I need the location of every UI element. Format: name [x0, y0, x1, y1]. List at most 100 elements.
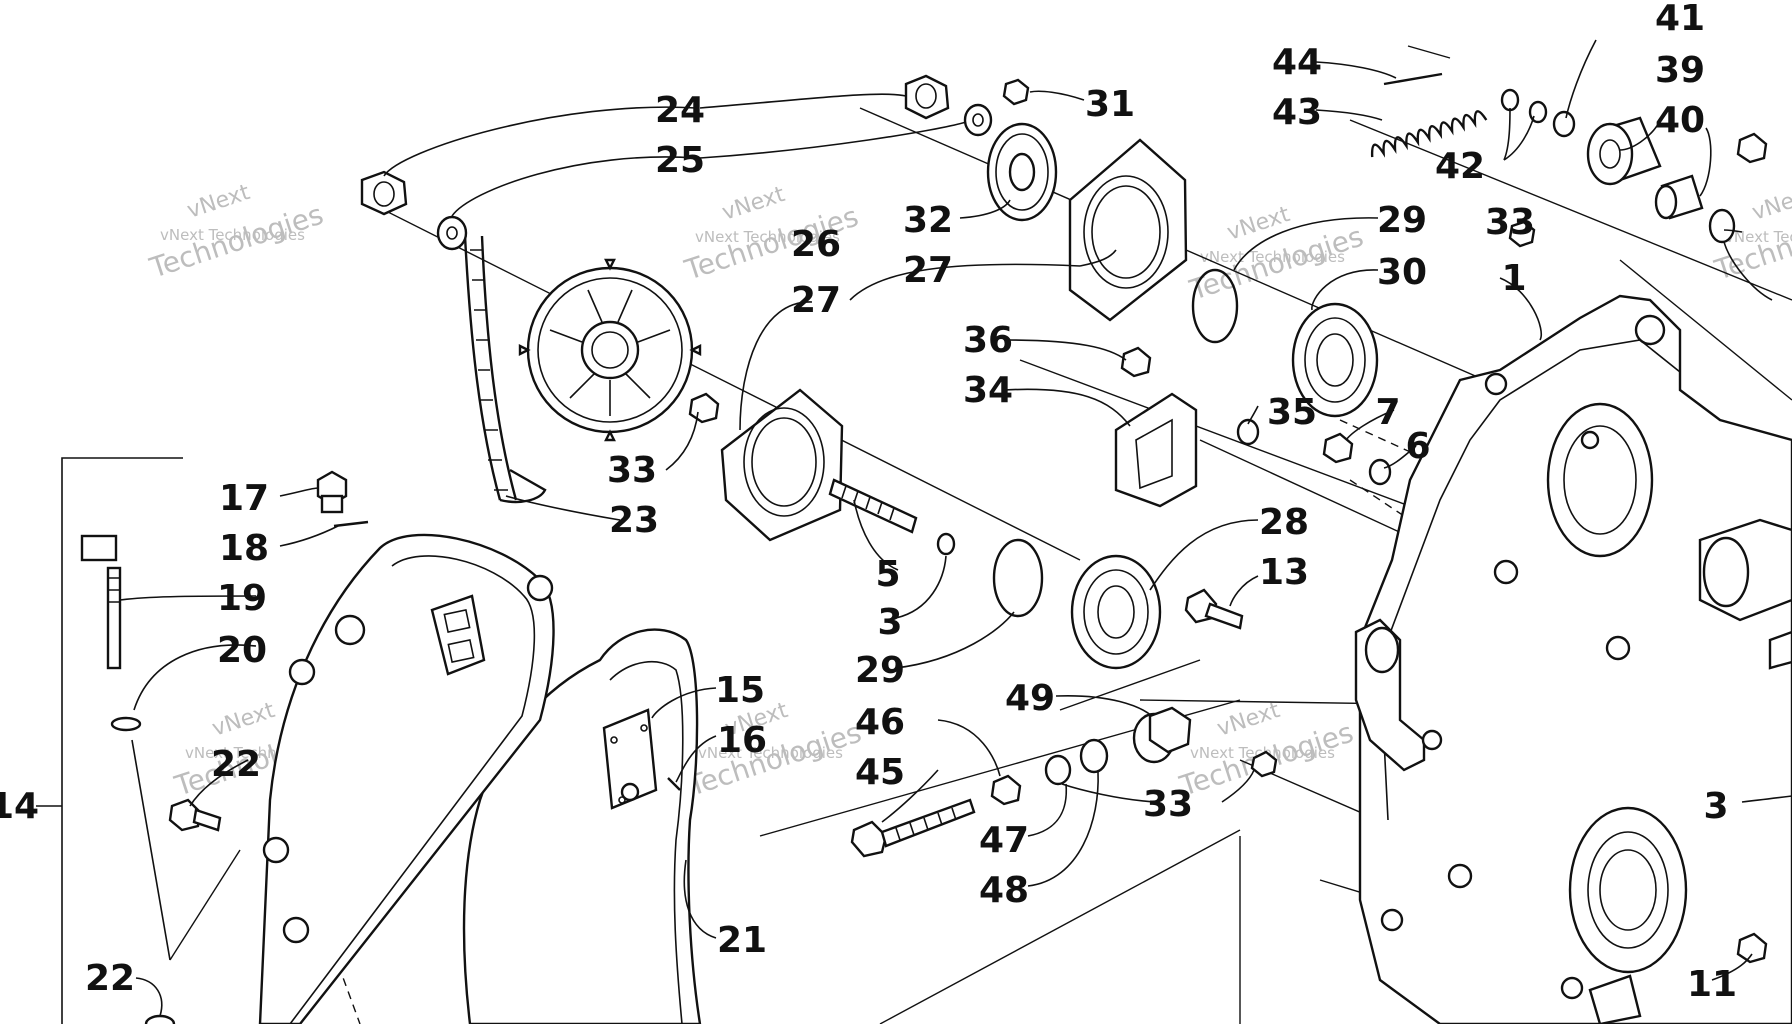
callout-24: 24: [655, 90, 705, 131]
callout-34: 34: [963, 370, 1013, 411]
callout-3a: 3: [877, 602, 902, 643]
bearing-30: [1291, 302, 1379, 418]
watermark-large: vNext: [209, 698, 278, 742]
leader-lines: [119, 39, 1792, 1017]
callout-15: 15: [715, 670, 765, 711]
cover-plate-15: [602, 708, 658, 810]
washer-41: [1552, 110, 1576, 138]
callout-43: 43: [1272, 92, 1322, 133]
callout-47: 47: [979, 820, 1029, 861]
callout-29b: 29: [855, 650, 905, 691]
axis-line: [1619, 259, 1792, 401]
callout-5: 5: [875, 554, 900, 595]
watermark-large: vNext: [1224, 202, 1293, 246]
oil-level-window: [430, 594, 486, 676]
spacer-39: [1586, 116, 1662, 186]
callout-27b: 27: [791, 280, 841, 321]
callout-39: 39: [1655, 50, 1705, 91]
plug-49: [1132, 706, 1192, 764]
bolt-45: [850, 798, 976, 858]
callout-19: 19: [217, 578, 267, 619]
bearing-plate-lower: [720, 388, 844, 542]
drive-chain: [463, 235, 547, 504]
nut-33b: [1250, 750, 1278, 778]
callout-30: 30: [1377, 252, 1427, 293]
callout-40: 40: [1655, 100, 1705, 141]
callout-32: 32: [903, 200, 953, 241]
callout-45: 45: [855, 752, 905, 793]
callout-14: 14: [0, 786, 39, 827]
callout-31: 31: [1085, 84, 1135, 125]
axis-line: [379, 207, 1081, 561]
bracket-34: [1114, 392, 1198, 508]
axis-line: [169, 849, 241, 961]
washer-48: [1079, 738, 1109, 774]
callout-22a: 22: [211, 744, 261, 785]
callout-33b: 33: [607, 450, 657, 491]
nut-46: [990, 774, 1022, 806]
large-sprocket: [518, 258, 702, 442]
nut-31: [1002, 78, 1030, 106]
callout-28: 28: [1259, 502, 1309, 543]
spring-43: [1370, 110, 1488, 158]
nut-36: [1120, 346, 1152, 378]
callout-11: 11: [1687, 964, 1737, 1005]
callout-26: 26: [791, 224, 841, 265]
callout-21: 21: [717, 920, 767, 961]
oring-upper: [1191, 268, 1239, 344]
bolt-22: [168, 798, 222, 832]
washer-25b: [963, 103, 993, 137]
callout-3b: 3: [1703, 786, 1728, 827]
callout-17: 17: [219, 478, 269, 519]
callout-33c: 33: [1143, 784, 1193, 825]
sleeve-40: [1654, 174, 1704, 220]
callout-20: 20: [217, 630, 267, 671]
washer-47: [1044, 754, 1072, 786]
small-sprocket: [986, 122, 1058, 222]
callout-23: 23: [609, 500, 659, 541]
callout-6: 6: [1405, 426, 1430, 467]
watermark-large: vNext: [184, 180, 253, 224]
bracket-line: [131, 739, 171, 961]
washer-42a: [1500, 88, 1520, 112]
fasteners-top: [360, 74, 1030, 424]
bearing-plate-upper: [1068, 138, 1188, 322]
callout-48: 48: [979, 870, 1029, 911]
nut-33c: [1508, 220, 1536, 248]
callout-44: 44: [1272, 42, 1322, 83]
axis-line: [879, 829, 1241, 1024]
callout-46: 46: [855, 702, 905, 743]
callout-49: 49: [1005, 678, 1055, 719]
nut-7: [1322, 432, 1354, 464]
callout-35: 35: [1267, 392, 1317, 433]
nut-24: [360, 170, 408, 216]
washer-6: [1368, 458, 1392, 486]
washer-18: [333, 520, 369, 528]
watermark-small: vNext Technologies: [695, 228, 840, 246]
nut-24b: [904, 74, 950, 120]
callout-labels: 41 44 39 43 40 42 31 24 25 32 29 33 26 2…: [0, 0, 1737, 1005]
watermark-small: vNext Technologies: [698, 744, 843, 762]
callout-42: 42: [1435, 146, 1485, 187]
nut-right: [1736, 132, 1768, 164]
callout-7: 7: [1375, 392, 1400, 433]
callout-16: 16: [717, 720, 767, 761]
axis-line: [1407, 45, 1451, 59]
screw-16: [667, 777, 681, 791]
bearing-28: [1070, 554, 1162, 670]
gearcase-housing: [1354, 294, 1792, 1024]
ring-3: [936, 532, 956, 556]
callout-29a: 29: [1377, 200, 1427, 241]
callout-25: 25: [655, 140, 705, 181]
bolt-22b: [144, 1014, 176, 1024]
bolt-13: [1184, 588, 1244, 630]
axis-line: [1059, 659, 1201, 711]
dipstick-19: [80, 534, 122, 670]
nut-33: [688, 392, 720, 424]
plug-17: [316, 470, 348, 514]
callout-18: 18: [219, 528, 269, 569]
callout-27a: 27: [903, 250, 953, 291]
callout-33a: 33: [1485, 202, 1535, 243]
watermark-large: vNext: [719, 182, 788, 226]
